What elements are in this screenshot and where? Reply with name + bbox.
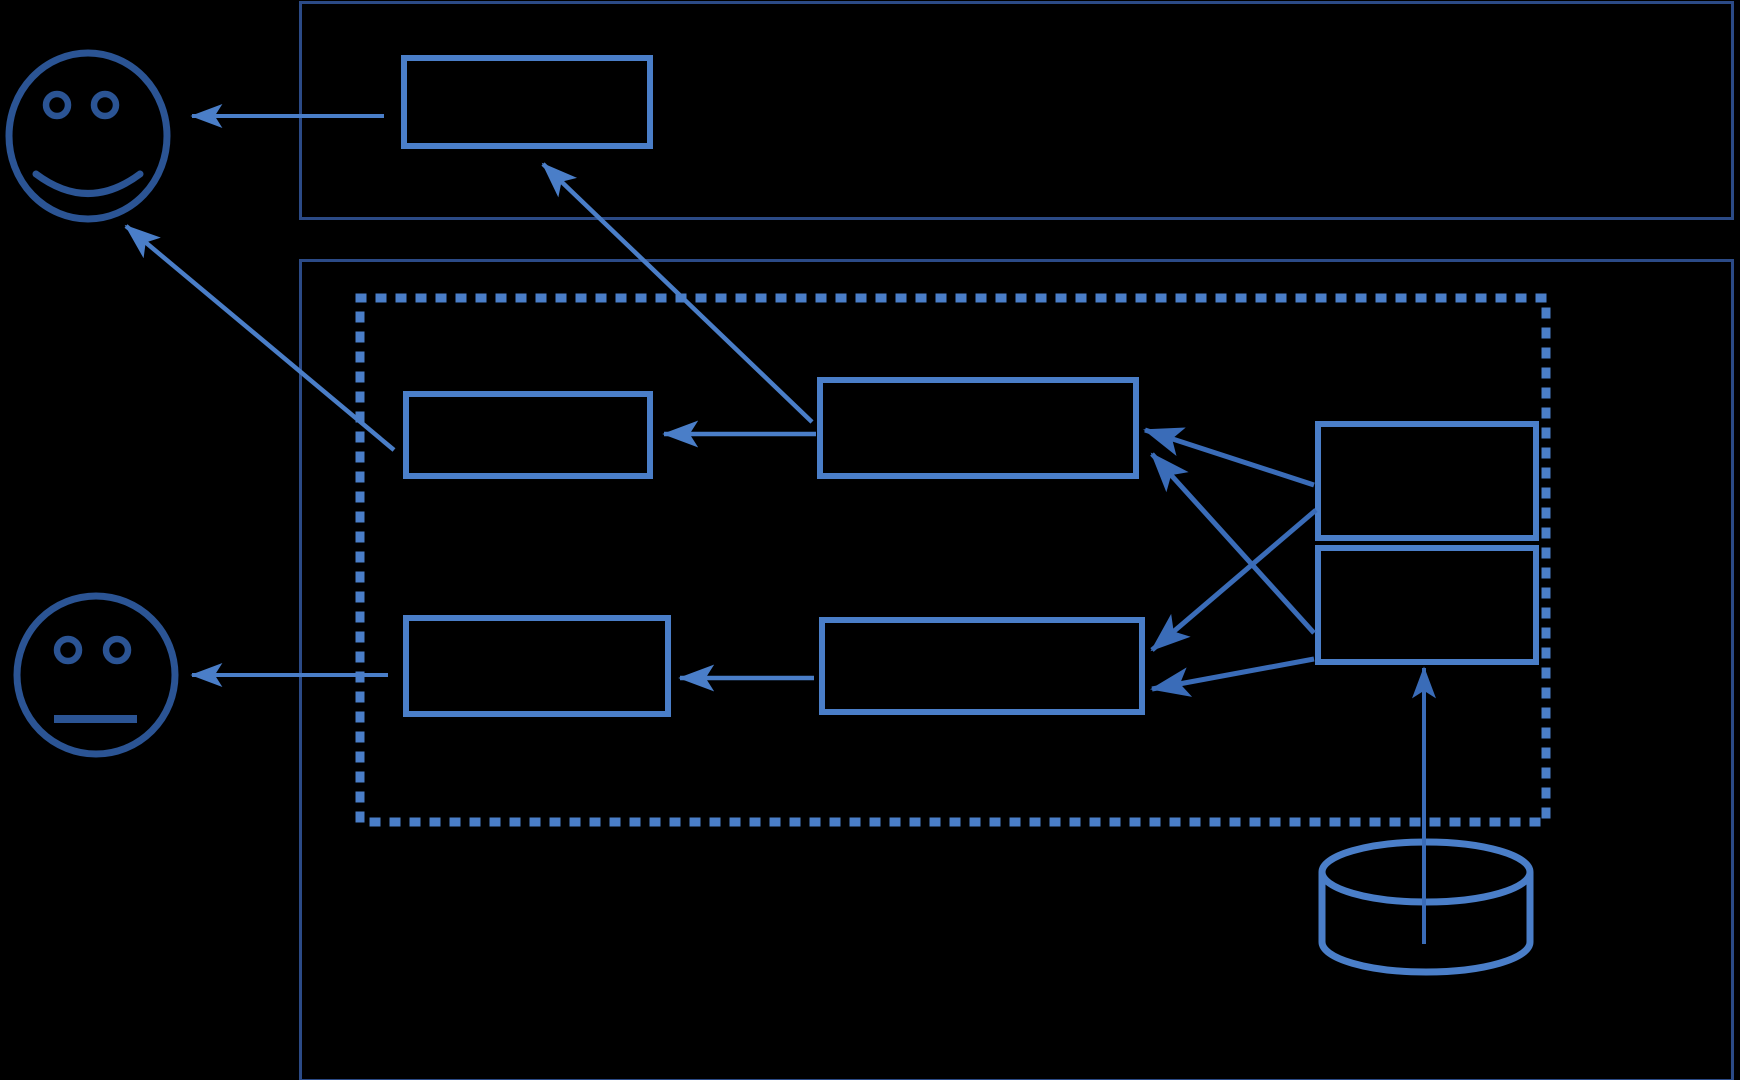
right-lower-box[interactable]	[1315, 545, 1539, 665]
arrow-right-lower-to-mid-center-lower	[1150, 656, 1315, 697]
happy-user-face-icon	[5, 49, 171, 223]
right-upper-box[interactable]	[1315, 421, 1539, 541]
arrow-right-upper-to-mid-center-upper	[1143, 427, 1315, 488]
arrow-dotted-area-to-happy-user	[124, 224, 396, 452]
neutral-user-right-eye-icon	[102, 635, 132, 665]
neutral-user-persona	[13, 592, 179, 758]
arrow-mid-center-upper-to-upper-box	[541, 162, 814, 424]
mid-center-upper-box[interactable]	[817, 377, 1139, 479]
container-group	[299, 1, 1734, 1080]
mid-left-lower-box[interactable]	[403, 615, 671, 717]
happy-user-persona	[5, 49, 171, 223]
upper-container	[299, 1, 1734, 220]
lower-container	[299, 259, 1734, 1080]
mid-center-lower-box[interactable]	[819, 617, 1145, 715]
dotted-boundary	[355, 293, 1551, 827]
box-group	[401, 55, 1539, 717]
arrow-right-upper-to-mid-center-lower	[1150, 508, 1318, 652]
mid-left-upper-box[interactable]	[403, 391, 653, 479]
arrow-group	[124, 104, 1436, 944]
neutral-user-left-eye-icon	[53, 635, 83, 665]
happy-user-right-eye-icon	[90, 90, 120, 120]
upper-box[interactable]	[401, 55, 653, 149]
neutral-user-face-icon	[13, 592, 179, 758]
cylinder-body-icon	[1318, 872, 1534, 976]
happy-user-left-eye-icon	[42, 90, 72, 120]
arrow-right-lower-to-mid-center-upper	[1150, 452, 1316, 635]
happy-user-smile-icon	[32, 170, 144, 197]
